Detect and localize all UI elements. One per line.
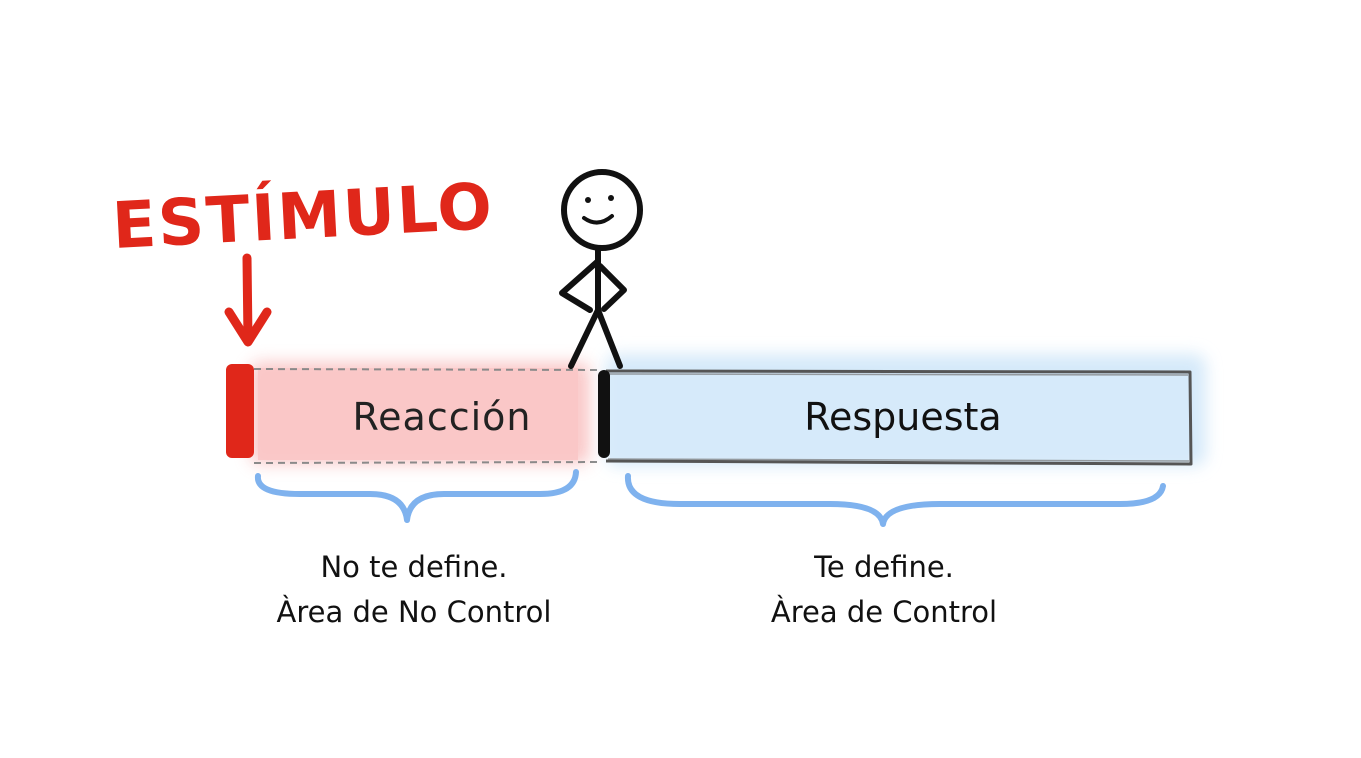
figure-right-arm <box>600 266 624 309</box>
reaction-caption-line1: No te define. <box>320 550 507 584</box>
figure-head <box>564 172 640 248</box>
reaction-brace <box>258 472 576 520</box>
reaction-zone: Reacción <box>250 362 600 464</box>
reaction-bottom-border <box>254 462 600 463</box>
stick-figure-icon <box>562 172 640 366</box>
response-caption-line1: Te define. <box>813 550 954 584</box>
reaction-caption-line2: Àrea de No Control <box>277 595 552 629</box>
figure-right-leg <box>598 310 620 366</box>
response-caption-line2: Àrea de Control <box>771 595 997 629</box>
response-label: Respuesta <box>804 395 1001 439</box>
down-arrow-icon <box>229 258 267 342</box>
response-zone: Respuesta <box>606 354 1206 466</box>
divider-bar <box>598 370 610 458</box>
reaction-top-border <box>254 369 600 370</box>
figure-left-arm <box>562 262 597 310</box>
reaction-label: Reacción <box>352 395 531 439</box>
response-brace <box>628 476 1163 524</box>
figure-left-leg <box>571 310 598 366</box>
stimulus-label: ESTÍMULO <box>110 168 495 264</box>
stimulus-bar <box>226 364 254 458</box>
